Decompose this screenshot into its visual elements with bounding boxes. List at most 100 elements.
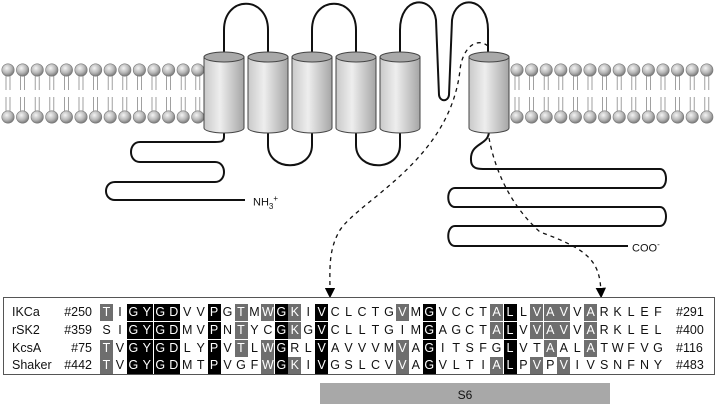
lipid-head (641, 63, 655, 77)
lipid-head (583, 110, 597, 124)
residue: V (530, 357, 544, 374)
residue: S (102, 323, 111, 337)
c-terminus-label: COO- (632, 240, 660, 255)
lipid-head (627, 63, 641, 77)
residue: P (207, 340, 221, 357)
residue: W (611, 341, 624, 355)
residue: G (422, 357, 436, 374)
residue: I (481, 358, 485, 372)
residue: P (207, 304, 221, 321)
lipid-head (45, 110, 59, 124)
residue: T (600, 341, 608, 355)
residue: G (153, 357, 167, 374)
residue: W (261, 304, 275, 321)
residue: T (100, 340, 113, 357)
residue: L (627, 323, 635, 337)
residue: A (490, 304, 504, 321)
residue: F (250, 358, 259, 372)
residue: L (503, 340, 517, 357)
residue: N (223, 323, 233, 337)
sequence-start-position: #442 (64, 358, 92, 372)
residue: F (627, 358, 635, 372)
intracellular-loops (267, 130, 401, 167)
lipid-head (1, 110, 15, 124)
residue: I (118, 305, 122, 319)
lipid-head (612, 110, 626, 124)
residue: A (490, 322, 504, 339)
residue: V (115, 341, 125, 355)
residue: I (118, 323, 122, 337)
residue: C (330, 323, 340, 337)
transmembrane-helices (203, 51, 510, 134)
lipid-head (598, 110, 612, 124)
residue: A (438, 323, 447, 337)
residue: C (263, 323, 273, 337)
residue: G (126, 357, 140, 374)
residue: W (261, 340, 275, 357)
residue: A (559, 341, 568, 355)
residue: G (274, 322, 288, 339)
residue: L (183, 341, 191, 355)
residue: T (234, 304, 248, 321)
residue: G (384, 323, 394, 337)
sequence-name: IKCa (12, 305, 40, 319)
lipid-head (510, 63, 524, 77)
sequence-end-position: #116 (676, 341, 703, 355)
residue: G (126, 322, 140, 339)
extracellular-loops (223, 1, 489, 102)
residue: T (465, 358, 474, 372)
residue: T (234, 340, 248, 357)
lipid-head (656, 110, 670, 124)
residue: T (100, 304, 113, 321)
lipid-head (176, 110, 190, 124)
residue: V (315, 340, 329, 357)
residue: I (306, 358, 310, 372)
residue: G (491, 341, 502, 355)
lipid-head (147, 63, 161, 77)
lipid-head (700, 63, 714, 77)
residue: Y (196, 341, 205, 355)
sequence-end-position: #400 (676, 323, 704, 337)
residue: V (384, 358, 394, 372)
residue: G (653, 341, 663, 355)
residue: V (395, 304, 409, 321)
residue: V (223, 358, 232, 372)
residue: C (357, 305, 367, 319)
lipid-head (103, 63, 117, 77)
residue: E (640, 323, 649, 337)
lipid-head (162, 63, 176, 77)
residue: M (410, 305, 422, 319)
helix-cap (379, 51, 421, 63)
lipid-head (685, 110, 699, 124)
lipid-head (132, 110, 146, 124)
residue: K (288, 304, 302, 321)
helix-s1 (203, 56, 245, 134)
residue: Y (140, 322, 154, 339)
residue: C (330, 305, 340, 319)
residue: L (503, 322, 517, 339)
residue: V (530, 304, 544, 321)
residue: G (126, 304, 140, 321)
lipid-head (16, 110, 30, 124)
residue: V (357, 341, 367, 355)
residue: K (613, 305, 622, 319)
residue: T (234, 322, 248, 339)
residue: G (451, 323, 462, 337)
residue: S (599, 358, 609, 372)
residue: V (586, 358, 595, 372)
residue: V (519, 341, 528, 355)
lipid-head (554, 63, 568, 77)
helix-s3 (291, 56, 333, 134)
helix-s5 (379, 56, 421, 134)
residue: T (479, 323, 487, 337)
residue: R (599, 323, 609, 337)
residue: A (584, 340, 598, 357)
lipid-head (45, 63, 59, 77)
residue: G (422, 322, 436, 339)
residue: G (126, 340, 140, 357)
residue: P (207, 357, 221, 374)
lipid-head (147, 110, 161, 124)
helix-cap (468, 51, 510, 63)
lipid-head (627, 110, 641, 124)
residue: T (452, 341, 460, 355)
